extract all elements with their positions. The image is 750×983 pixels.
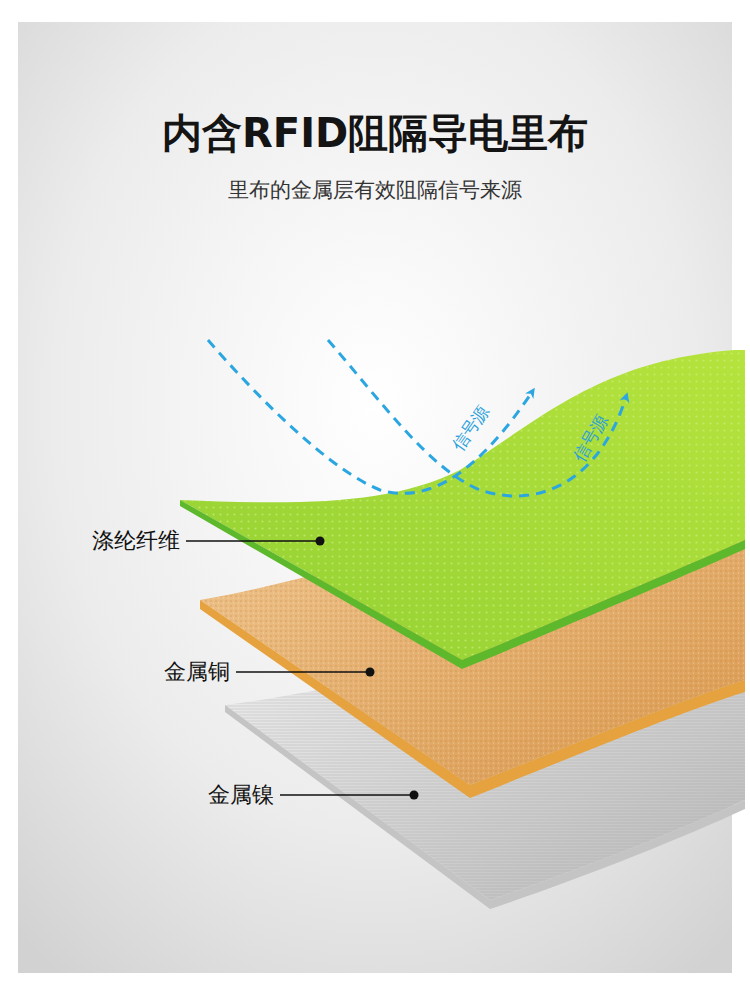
title: 内含RFID阻隔导电里布: [162, 106, 588, 161]
layer-name: 金属镍: [208, 782, 274, 808]
subtitle: 里布的金属层有效阻隔信号来源: [228, 178, 522, 203]
layer-name: 涤纶纤维: [92, 528, 180, 554]
layer-name: 金属铜: [164, 659, 230, 685]
